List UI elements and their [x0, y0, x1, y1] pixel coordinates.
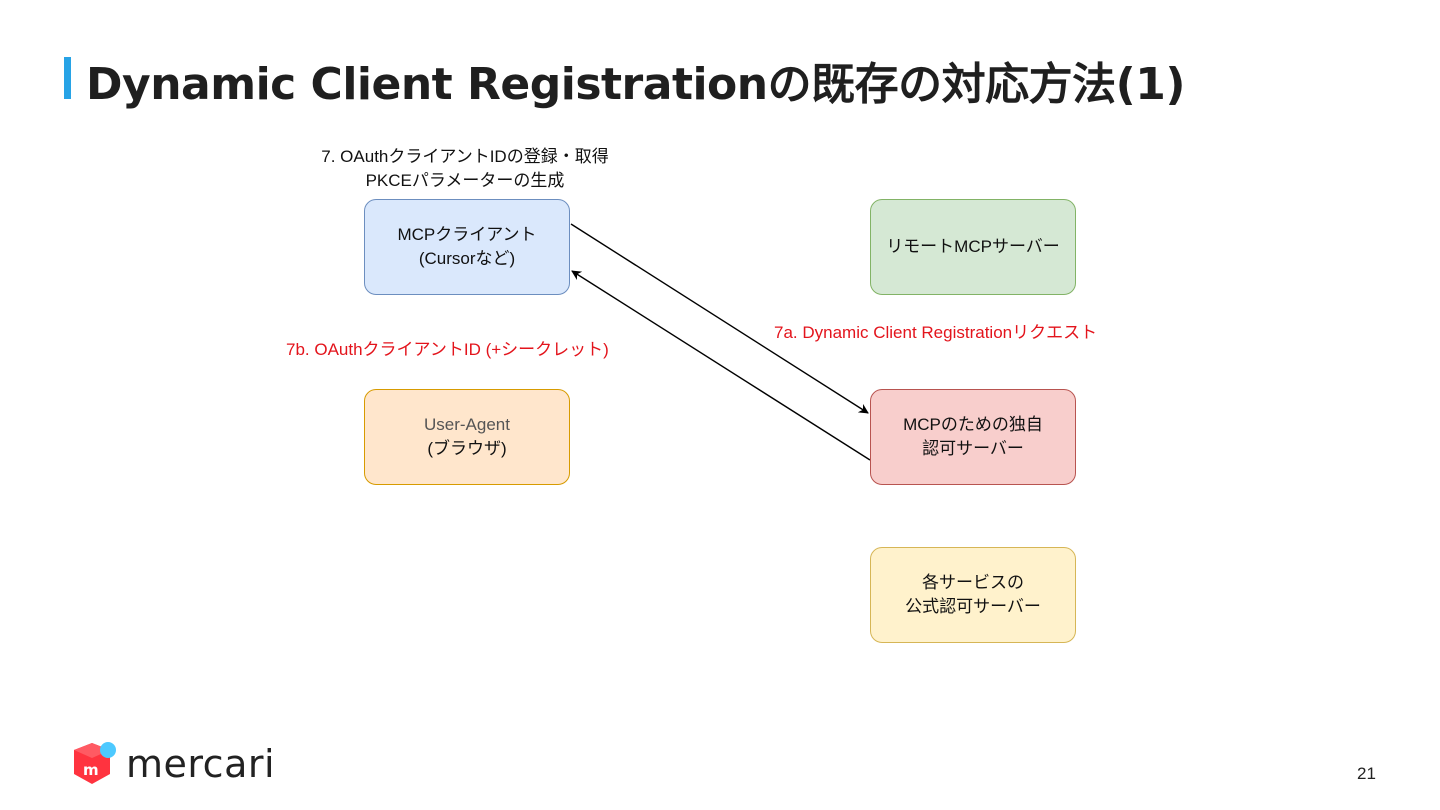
step-7-note: 7. OAuthクライアントIDの登録・取得 PKCEパラメーターの生成 [300, 145, 630, 193]
node-official-auth-server: 各サービスの 公式認可サーバー [870, 547, 1076, 643]
mercari-logo: m mercari [70, 740, 275, 788]
slide-title: Dynamic Client Registrationの既存の対応方法(1) [86, 59, 1185, 110]
node-user-agent-line2: (ブラウザ) [427, 439, 507, 458]
node-remote-mcp-server: リモートMCPサーバー [870, 199, 1076, 295]
step-7-line1: 7. OAuthクライアントIDの登録・取得 [321, 147, 609, 166]
step-7b-label: 7b. OAuthクライアントID (+シークレット) [286, 340, 609, 359]
node-official-auth-server-line1: 各サービスの [922, 573, 1024, 592]
step-7-line2: PKCEパラメーターの生成 [365, 171, 565, 190]
node-mcp-client-line2: (Cursorなど) [418, 249, 516, 268]
node-user-agent: User-Agent (ブラウザ) [364, 389, 570, 485]
node-mcp-client-line1: MCPクライアント [397, 225, 537, 244]
node-mcp-auth-server-line2: 認可サーバー [922, 439, 1024, 458]
arrow-7a-client-to-auth-server [570, 223, 869, 414]
mercari-logo-icon: m [74, 742, 116, 784]
node-user-agent-line1: User-Agent [424, 415, 510, 434]
node-official-auth-server-line2: 公式認可サーバー [905, 597, 1041, 616]
node-mcp-auth-server-line1: MCPのための独自 [903, 415, 1043, 434]
svg-text:m: m [83, 761, 99, 779]
mercari-logo-text: mercari [126, 742, 276, 786]
step-7a-label: 7a. Dynamic Client Registrationリクエスト [774, 323, 1098, 342]
title-accent-bar [64, 57, 71, 99]
arrow-7b-auth-server-to-client [571, 270, 871, 461]
page-number: 21 [1357, 764, 1376, 783]
node-mcp-auth-server: MCPのための独自 認可サーバー [870, 389, 1076, 485]
node-mcp-client: MCPクライアント (Cursorなど) [364, 199, 570, 295]
node-remote-mcp-server-line1: リモートMCPサーバー [886, 237, 1060, 256]
